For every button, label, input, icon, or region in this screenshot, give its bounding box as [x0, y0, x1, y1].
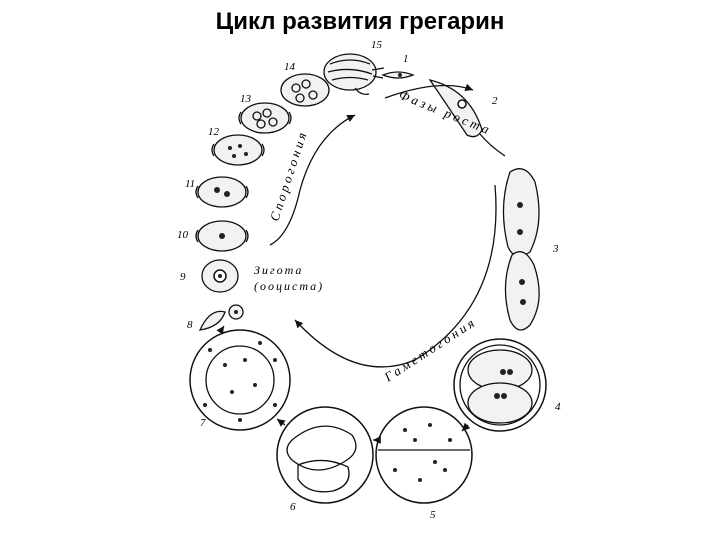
stage-6-gametes — [277, 407, 373, 503]
stage-13-oocyst — [239, 103, 291, 133]
stage-label-12: 12 — [208, 126, 220, 138]
stage-1-sporozoite — [383, 72, 413, 78]
stage-label-15: 15 — [371, 39, 383, 51]
stage-12-oocyst — [212, 135, 264, 165]
stage-3-syzygy — [503, 169, 539, 330]
stage-label-14: 14 — [284, 61, 296, 73]
stage-label-7: 7 — [200, 417, 206, 429]
stage-label-2: 2 — [492, 95, 498, 107]
arrow-6-to-7 — [277, 419, 285, 425]
stage-7-zygote-formation — [190, 330, 290, 430]
stage-label-9: 9 — [180, 271, 186, 283]
oocyst-label: (ооциста) — [254, 279, 324, 293]
stage-label-8: 8 — [187, 319, 193, 331]
stage-8-gametes-fusion — [200, 305, 243, 330]
stage-label-10: 10 — [177, 229, 189, 241]
stage-label-4: 4 — [555, 401, 561, 413]
stage-15-spore-cyst — [324, 54, 384, 94]
phase-sporogony-label: Спорогония — [267, 128, 311, 223]
stage-5-gamete-formation — [376, 407, 472, 503]
stage-label-11: 11 — [185, 178, 195, 190]
stage-label-1: 1 — [403, 53, 409, 65]
stage-14-spore-formation — [281, 74, 329, 106]
stage-10-oocyst — [196, 221, 248, 251]
arrow-7-to-8 — [220, 326, 224, 332]
stage-label-13: 13 — [240, 93, 252, 105]
zygote-label: Зигота — [254, 263, 303, 277]
stage-label-5: 5 — [430, 509, 436, 521]
stage-4-gametocyst — [454, 339, 546, 431]
stage-label-6: 6 — [290, 501, 296, 513]
arrow-gametogony — [295, 185, 496, 367]
stage-11-oocyst — [196, 177, 248, 207]
stage-label-3: 3 — [552, 243, 559, 255]
stage-9-zygote — [202, 260, 238, 292]
